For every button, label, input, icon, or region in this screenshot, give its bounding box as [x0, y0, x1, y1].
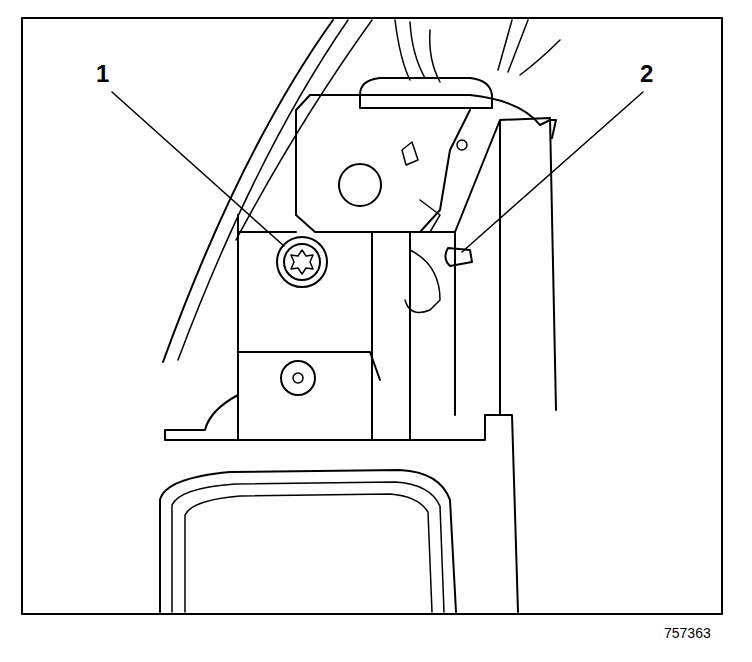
- mounting-plate: [238, 215, 380, 440]
- figure-number: 757363: [664, 626, 711, 640]
- wire-harness: [498, 20, 560, 75]
- harness-clip: [360, 78, 492, 108]
- wheel-arch: [185, 494, 432, 612]
- figure-frame: [22, 18, 722, 614]
- torx-bolt: [277, 237, 327, 287]
- wire-harness: [395, 20, 440, 82]
- bracket-bolt: [339, 164, 381, 206]
- lower-bolt: [293, 373, 303, 383]
- retainer-clip: [445, 248, 472, 266]
- lower-panel: [372, 415, 518, 612]
- leader-line: [462, 92, 643, 252]
- leader-line: [112, 92, 284, 246]
- callout-number: 2: [640, 62, 653, 86]
- pillar-channel: [372, 118, 556, 440]
- mounting-plate: [165, 395, 238, 440]
- torx-bolt: [284, 244, 320, 280]
- bracket-pin: [457, 140, 467, 150]
- torx-recess: [291, 250, 313, 274]
- pillar-edge: [163, 20, 333, 362]
- bracket-tab: [420, 200, 440, 232]
- bracket-tab: [402, 142, 418, 165]
- wheel-arch: [172, 482, 444, 612]
- pillar-edge: [236, 20, 372, 240]
- callout-number: 1: [96, 62, 109, 86]
- hinge-bracket: [296, 95, 556, 232]
- wheel-arch: [160, 470, 456, 612]
- lower-bolt: [281, 361, 315, 395]
